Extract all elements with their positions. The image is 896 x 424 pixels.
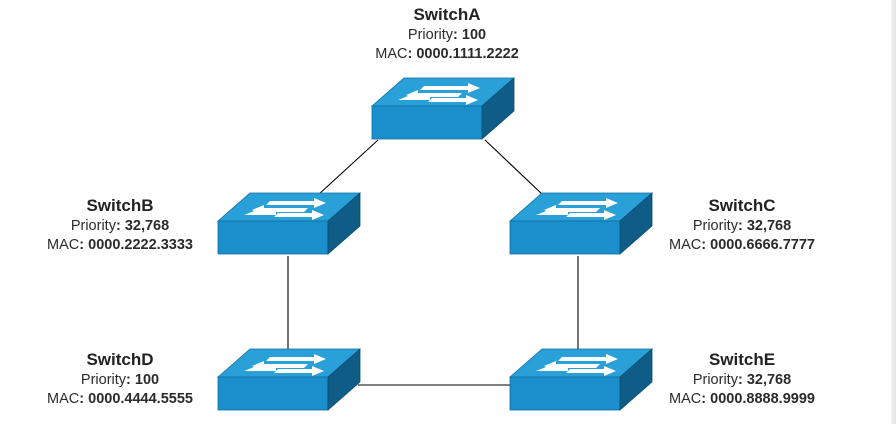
mac-line: MAC: 0000.1111.2222 <box>375 46 519 62</box>
switch-icon-d <box>216 348 362 411</box>
mac-label: MAC <box>375 46 408 62</box>
switch-name: SwitchD <box>86 350 154 369</box>
switch-name: SwitchE <box>708 350 776 369</box>
mac-value: 0000.4444.5555 <box>88 391 193 407</box>
priority-value: 32,768 <box>746 372 792 388</box>
switch-name: SwitchA <box>413 5 481 24</box>
mac-label: MAC <box>669 391 702 407</box>
priority-label: Priority <box>692 372 738 388</box>
link-a-b <box>317 139 379 196</box>
priority-label: Priority <box>692 218 738 234</box>
priority-value: 100 <box>134 372 160 388</box>
priority-value: 32,768 <box>124 218 170 234</box>
switch-d-label: SwitchD Priority: 100 MAC: 0000.4444.555… <box>30 349 210 409</box>
mac-value: 0000.6666.7777 <box>710 237 815 253</box>
mac-label: MAC <box>47 237 80 253</box>
switch-b-label: SwitchB Priority: 32,768 MAC: 0000.2222.… <box>30 195 210 255</box>
priority-label: Priority <box>407 27 454 43</box>
switch-e-label: SwitchE Priority: 32,768 MAC: 0000.8888.… <box>652 349 832 409</box>
mac-value: 0000.8888.9999 <box>710 391 815 407</box>
window-edge <box>891 0 896 424</box>
mac-line: MAC: 0000.4444.5555 <box>47 391 193 407</box>
links <box>287 139 579 386</box>
mac-line: MAC: 0000.8888.9999 <box>669 391 815 407</box>
mac-label: MAC <box>47 391 80 407</box>
mac-value: 0000.1111.2222 <box>416 46 519 62</box>
link-a-c <box>484 139 544 196</box>
switch-icon-e <box>508 348 654 411</box>
mac-label: MAC <box>669 237 702 253</box>
switch-icon-b <box>216 192 362 255</box>
priority-line: Priority: 100 <box>80 372 160 388</box>
priority-line: Priority: 32,768 <box>692 218 792 234</box>
mac-line: MAC: 0000.2222.3333 <box>47 237 193 253</box>
priority-line: Priority: 32,768 <box>692 372 792 388</box>
switch-icon-c <box>508 192 654 255</box>
mac-value: 0000.2222.3333 <box>88 237 193 253</box>
priority-label: Priority <box>70 218 116 234</box>
switch-name: SwitchB <box>86 196 154 215</box>
priority-line: Priority: 100 <box>407 27 487 43</box>
priority-line: Priority: 32,768 <box>70 218 170 234</box>
switch-c-label: SwitchC Priority: 32,768 MAC: 0000.6666.… <box>652 195 832 255</box>
priority-label: Priority <box>80 372 127 388</box>
priority-value: 100 <box>461 27 487 43</box>
switch-name: SwitchC <box>708 196 776 215</box>
switch-icon-a <box>370 77 516 140</box>
mac-line: MAC: 0000.6666.7777 <box>669 237 815 253</box>
switch-a-label: SwitchA Priority: 100 MAC: 0000.1111.222… <box>362 4 532 64</box>
priority-value: 32,768 <box>746 218 792 234</box>
